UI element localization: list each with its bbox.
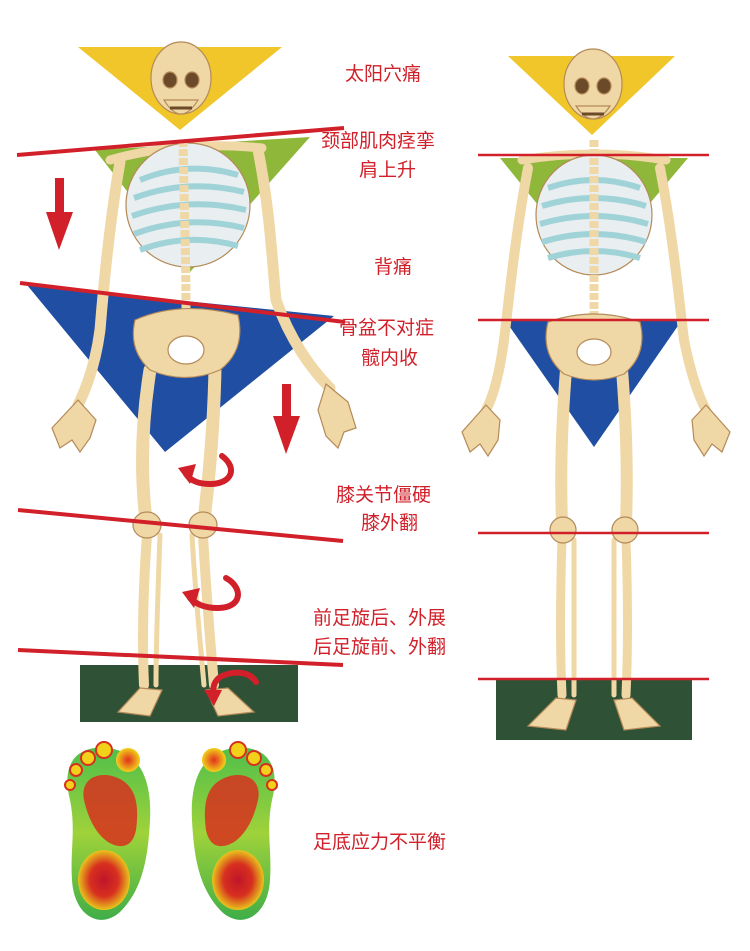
right-skeleton — [461, 48, 731, 731]
rotation-arrow-head — [178, 464, 196, 484]
label-shoulder-raise: 肩上升 — [359, 159, 417, 181]
rotation-arrow-head — [204, 690, 222, 706]
rotation-arrow-icon — [210, 669, 259, 699]
right-ground-block — [496, 679, 692, 740]
down-arrow-icon — [273, 384, 300, 454]
right-figure — [461, 48, 731, 740]
rotation-arrow-head — [182, 588, 200, 608]
left-line-knee — [17, 508, 344, 543]
label-knee-stiff: 膝关节僵硬 — [336, 484, 432, 506]
label-hip-adduction: 髋内收 — [361, 347, 419, 369]
label-rearfoot: 后足旋前、外翻 — [313, 636, 447, 658]
left-ground-block — [80, 665, 298, 722]
label-temple-pain: 太阳穴痛 — [345, 63, 422, 85]
left-skeleton — [51, 41, 357, 717]
left-line-pelvis — [19, 281, 346, 324]
label-knee-valgus: 膝外翻 — [361, 512, 419, 534]
rotation-arrow-icon — [187, 575, 241, 612]
left-figure — [16, 41, 357, 722]
footprint-pressure-icon — [64, 741, 278, 920]
left-line-shoulder — [16, 126, 345, 157]
label-neck-spasm: 颈部肌肉痉挛 — [321, 130, 436, 152]
label-back-pain: 背痛 — [374, 256, 413, 278]
down-arrow-icon — [46, 178, 73, 250]
label-plantar-stress: 足底应力不平衡 — [313, 831, 447, 853]
label-pelvic-imbalance: 骨盆不对症 — [339, 317, 435, 339]
label-forefoot: 前足旋后、外展 — [313, 607, 447, 629]
left-line-foot — [17, 648, 344, 667]
